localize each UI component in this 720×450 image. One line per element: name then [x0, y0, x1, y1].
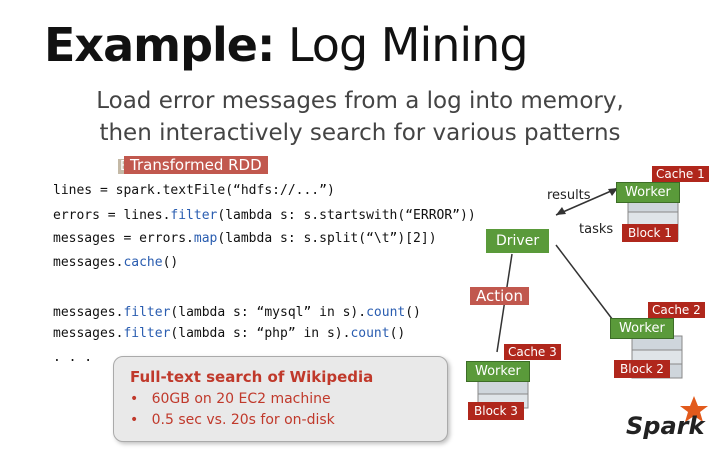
driver-box: Driver [486, 229, 550, 253]
spark-logo: Spark [626, 412, 705, 440]
worker3-box: Worker [466, 361, 530, 382]
subtitle-line-1: Load error messages from a log into memo… [96, 88, 624, 114]
worker2-box: Worker [610, 318, 674, 339]
block3-box: Block 3 [468, 402, 524, 420]
code-line-2: errors = lines.filter(lambda s: s.starts… [53, 208, 476, 223]
title-bold: Example: [44, 18, 275, 72]
code-ellipsis: . . . [53, 350, 93, 365]
arrowhead-worker1 [608, 188, 618, 196]
block2-box: Block 2 [614, 360, 670, 378]
code-line-3: messages = errors.map(lambda s: s.split(… [53, 231, 437, 246]
code-line-6: messages.filter(lambda s: “php” in s).co… [53, 326, 406, 341]
action-tag: Action [470, 286, 529, 306]
transformed-rdd-tag: Transformed RDD [124, 155, 268, 175]
wikipedia-bullet-1: • 60GB on 20 EC2 machine [130, 391, 331, 407]
block1-box: Block 1 [622, 224, 678, 242]
wikipedia-bullet-2: • 0.5 sec vs. 20s for on-disk [130, 412, 335, 428]
results-label: results [547, 188, 591, 203]
tasks-label: tasks [579, 222, 614, 237]
cache2-label: Cache 2 [648, 302, 705, 318]
cache3-label: Cache 3 [504, 344, 561, 360]
wikipedia-callout [113, 356, 448, 442]
arrowhead-driver [556, 207, 566, 215]
worker1-box: Worker [616, 182, 680, 203]
spark-star-icon [680, 396, 708, 422]
title-rest: Log Mining [287, 18, 529, 72]
arrow-driver-worker1 [555, 187, 619, 216]
code-line-5: messages.filter(lambda s: “mysql” in s).… [53, 305, 421, 320]
cache1-label: Cache 1 [652, 166, 709, 182]
slide-title: Example: Log Mining [44, 18, 529, 72]
code-line-4: messages.cache() [53, 255, 179, 270]
wikipedia-callout-title: Full-text search of Wikipedia [130, 368, 374, 386]
arrow-driver-worker2 [555, 244, 623, 333]
subtitle-line-2: then interactively search for various pa… [99, 120, 621, 146]
code-line-1: lines = spark.textFile(“hdfs://...”) [53, 183, 335, 198]
